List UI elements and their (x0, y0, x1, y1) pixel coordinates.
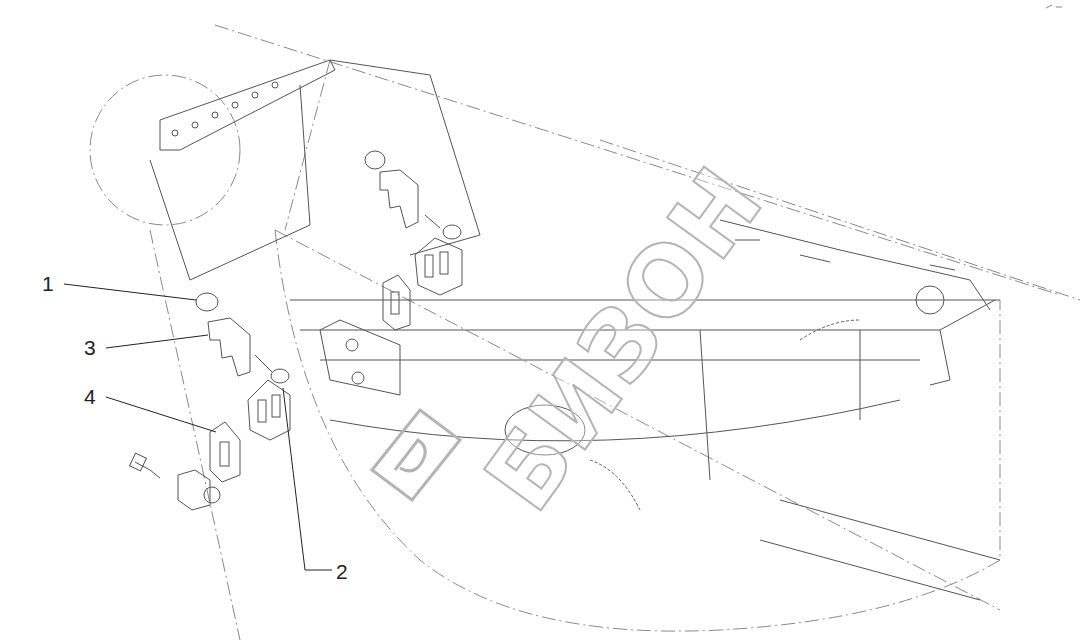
callout-number: 1 (42, 273, 54, 294)
callout-number: 2 (336, 561, 348, 582)
callout-number: 3 (84, 337, 96, 358)
callout-number: 4 (84, 386, 96, 407)
